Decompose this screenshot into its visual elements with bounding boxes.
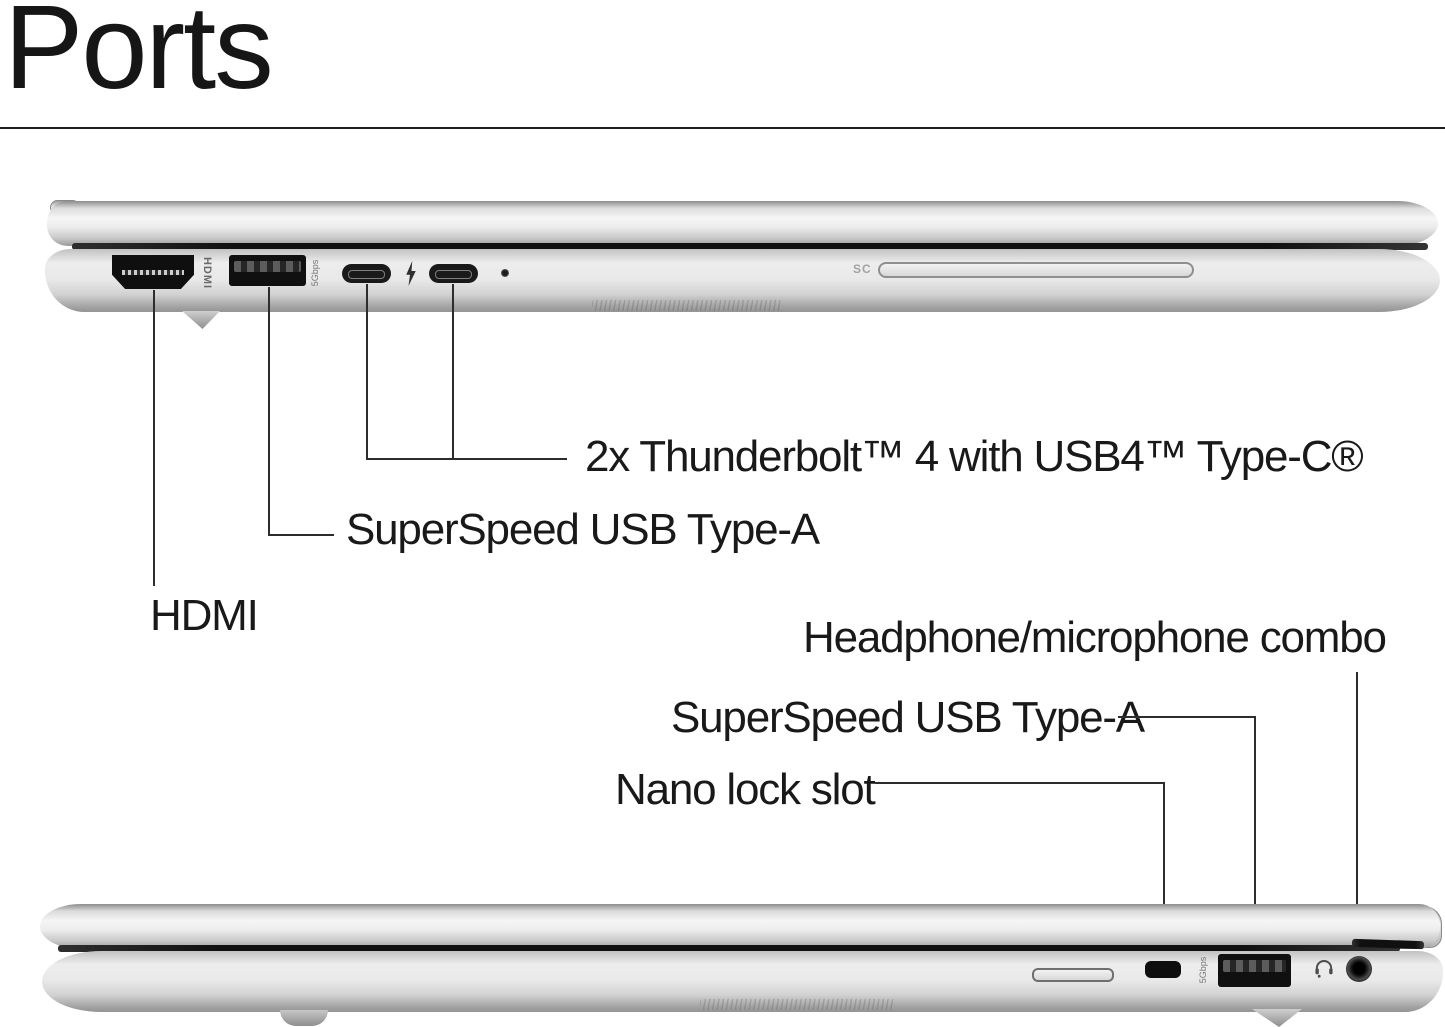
thunderbolt-port-2: [429, 264, 478, 283]
callout-line-usba-vertical: [268, 287, 270, 536]
callout-line-tb-horizontal: [366, 458, 567, 460]
sim-slot: [1032, 968, 1114, 982]
laptop-lid: [47, 201, 1438, 246]
nano-lock-slot: [1145, 961, 1181, 978]
usb-a-port: [229, 255, 306, 286]
hdmi-label: HDMI: [150, 591, 259, 640]
usb-a-tongue: [234, 260, 301, 273]
usb-c-inner: [434, 269, 473, 279]
superspeed-usb-bottom-label: SuperSpeed USB Type-A: [671, 693, 1145, 742]
callout-line-usba2-vertical: [1254, 716, 1256, 953]
headset-icon: [1315, 960, 1333, 978]
callout-line-nano-horizontal: [875, 782, 1165, 784]
callout-line-usba2-horizontal: [1118, 716, 1256, 718]
callout-line-usba-horizontal: [268, 534, 334, 536]
usb-5gbps-icon: 5Gbps: [310, 259, 320, 287]
lid-body-gap: [72, 243, 1428, 250]
speaker-grille: [592, 300, 782, 311]
smartcard-slot: [878, 262, 1194, 278]
thunderbolt-icon: [406, 261, 416, 286]
superspeed-usb-top-label: SuperSpeed USB Type-A: [346, 505, 820, 554]
callout-line-headphone: [1356, 672, 1358, 955]
rubber-foot: [182, 311, 220, 329]
headphone-jack: [1346, 956, 1372, 982]
laptop-body: [42, 951, 1443, 1012]
hdmi-pins: [121, 269, 185, 275]
nano-lock-label: Nano lock slot: [615, 765, 876, 814]
laptop-lid: [40, 904, 1440, 949]
callout-line-nano-vertical: [1163, 782, 1165, 960]
usb-5gbps-icon: 5Gbps: [1198, 956, 1208, 984]
usb-a-tongue: [1223, 959, 1286, 973]
callout-line-hdmi: [153, 290, 155, 586]
rubber-foot: [280, 1010, 328, 1026]
callout-line-tb2: [452, 284, 454, 460]
usb-c-inner: [347, 269, 386, 279]
rubber-foot: [1252, 1009, 1302, 1027]
title-divider: [0, 127, 1445, 129]
hdmi-port: [112, 255, 194, 289]
thunderbolt-port-1: [342, 264, 391, 283]
smartcard-engraving: SC: [853, 262, 872, 276]
headphone-label: Headphone/microphone combo: [803, 613, 1387, 662]
page-title: Ports: [4, 0, 274, 114]
callout-line-tb1: [366, 284, 368, 460]
speaker-grille: [700, 999, 895, 1010]
thunderbolt-label: 2x Thunderbolt™ 4 with USB4™ Type-C®: [585, 432, 1364, 481]
hdmi-engraving: HDMI: [201, 256, 213, 290]
usb-a-port: [1218, 954, 1291, 987]
status-led-dot: [501, 269, 509, 277]
lid-body-gap: [58, 945, 1400, 952]
